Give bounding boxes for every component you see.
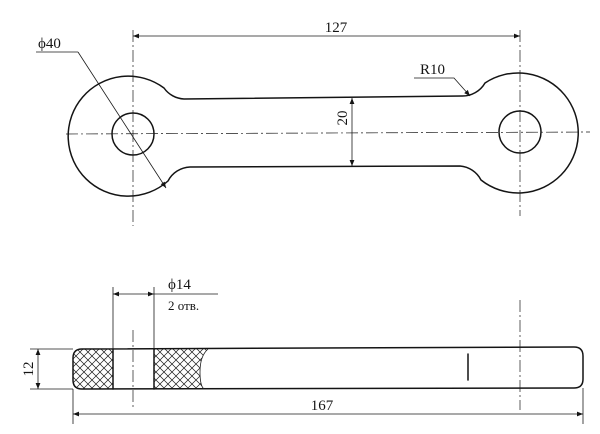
hole-count-label: 2 отв.	[168, 298, 199, 313]
section-hatch-left	[73, 349, 113, 389]
side-hole-dimension-label: ϕ14	[168, 277, 191, 293]
section-break-line	[199, 348, 209, 390]
thickness-dimension-label: 12	[21, 362, 37, 377]
fillet-leader	[414, 77, 471, 97]
length-dimension-label: 127	[325, 20, 348, 36]
plan-view: 127 ϕ40 20 R10	[36, 20, 591, 226]
side-outline	[72, 346, 584, 390]
section-hatch-right	[154, 349, 208, 389]
hole-diameter-line	[77, 51, 167, 189]
neck-width-dimension-label: 20	[335, 111, 351, 126]
fillet-radius-label: R10	[420, 62, 445, 78]
overall-length-dimension-label: 167	[311, 398, 334, 414]
link-outline	[67, 72, 579, 197]
hole-dimension-label: ϕ40	[38, 36, 61, 52]
horizontal-centerline	[65, 131, 591, 135]
side-view: ϕ14 2 отв. 12 167	[21, 277, 584, 424]
